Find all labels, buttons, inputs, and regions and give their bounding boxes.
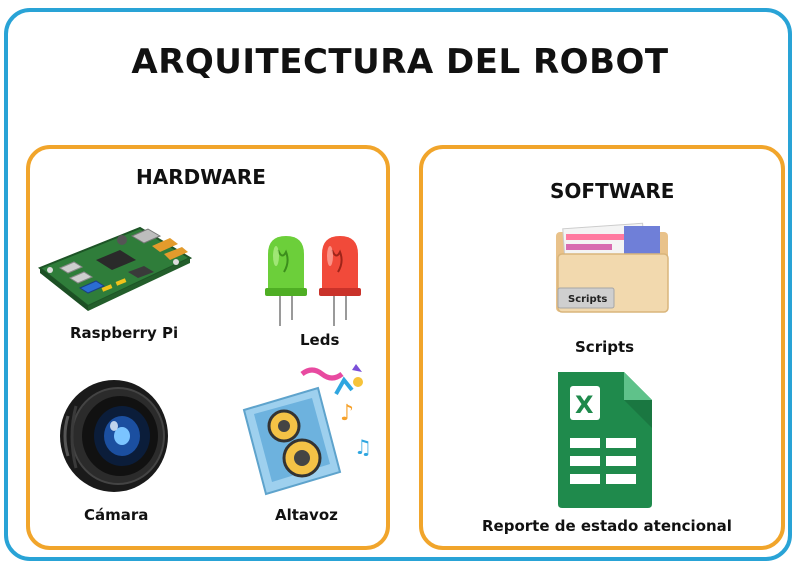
- svg-text:♫: ♫: [354, 435, 372, 459]
- scripts-folder-icon: Scripts: [556, 222, 669, 313]
- diagram-title: ARQUITECTURA DEL ROBOT: [131, 42, 669, 82]
- excel-letter: X: [575, 391, 594, 419]
- camera-label: Cámara: [84, 506, 149, 524]
- raspberry-pi-board-icon: [38, 226, 193, 311]
- svg-text:♪: ♪: [340, 401, 354, 426]
- speaker-icon: ♪ ♫: [242, 364, 372, 496]
- folder-tag-text: Scripts: [568, 294, 607, 305]
- camera-lens-icon: [60, 380, 168, 492]
- excel-sheet-icon: X: [558, 372, 652, 508]
- leds-icon: [265, 236, 361, 326]
- speaker-label: Altavoz: [275, 506, 338, 524]
- software-title: SOFTWARE: [550, 179, 675, 203]
- leds-label: Leds: [300, 331, 340, 349]
- report-label: Reporte de estado atencional: [482, 517, 732, 535]
- scripts-label: Scripts: [575, 338, 635, 356]
- hardware-title: HARDWARE: [136, 165, 266, 189]
- raspberry-pi-label: Raspberry Pi: [70, 324, 179, 342]
